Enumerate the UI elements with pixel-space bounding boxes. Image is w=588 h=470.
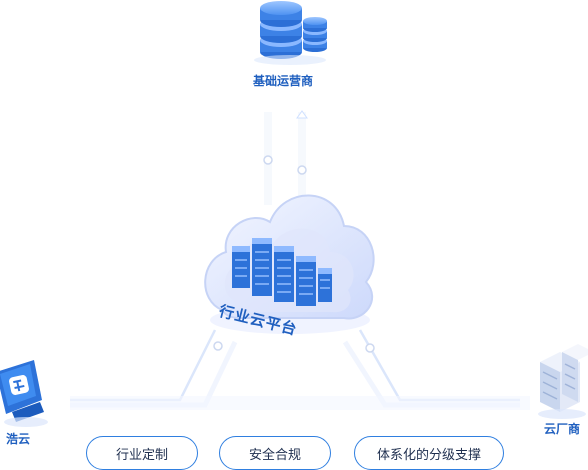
cloud-server-icon: [204, 194, 375, 334]
node-label-left: 浩云: [6, 432, 31, 446]
node-label-right: 云厂商: [544, 422, 581, 436]
pill-security-compliance: 安全合规: [219, 436, 331, 470]
database-icon: [254, 1, 327, 65]
pill-industry-custom: 行业定制: [86, 436, 198, 470]
monitor-icon: [0, 360, 48, 427]
bottom-glow: [70, 396, 530, 410]
pill-tiered-support: 体系化的分级支撑: [354, 436, 504, 470]
node-label-top: 基础运营商: [253, 74, 314, 88]
server-rack-icon: [538, 344, 588, 419]
